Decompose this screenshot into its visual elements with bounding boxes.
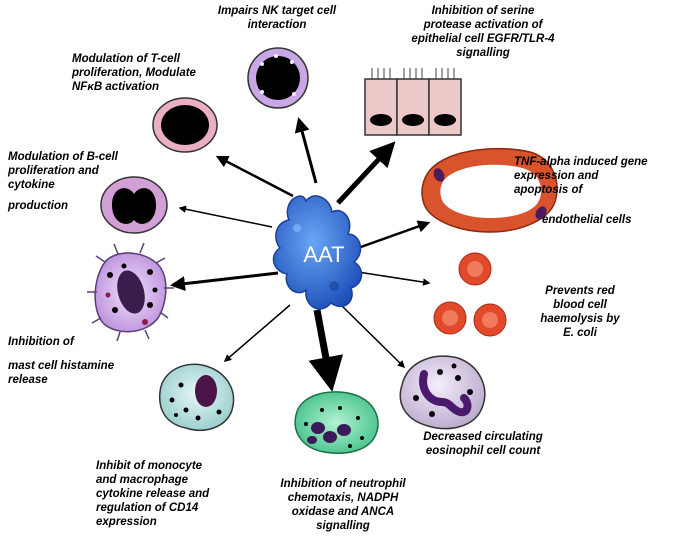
label-line: release: [8, 374, 48, 386]
epithelial-cells-icon: [364, 68, 462, 136]
label-b-cell: Modulation of B-cell proliferation and c…: [8, 150, 168, 192]
label-line: mast cell histamine: [8, 360, 115, 372]
label-monocyte: Inhibit of monocyte and macrophage cytok…: [96, 459, 256, 529]
label-line: Inhibition of serine: [431, 5, 535, 17]
label-line: apoptosis of: [514, 184, 583, 196]
label-eosinophil: Decreased circulating eosinophil cell co…: [398, 430, 568, 458]
label-line: eosinophil cell count: [425, 445, 541, 457]
label-line: cytokine release and: [96, 488, 210, 500]
arrow-to-mast: [170, 271, 279, 292]
label-line: expression: [96, 516, 157, 528]
label-endothelial-tail: endothelial cells: [542, 213, 672, 227]
aat-protein-icon: [272, 195, 363, 310]
label-line: production: [8, 200, 69, 212]
arrow-to-epithelial: [336, 141, 396, 205]
arrows: [170, 117, 431, 392]
label-line: protease activation of: [423, 19, 543, 31]
eosinophil-icon: [399, 355, 486, 430]
arrow-to-bcell: [178, 205, 273, 228]
label-endothelial: TNF-alpha induced gene expression and ap…: [514, 155, 672, 197]
arrow-to-tcell: [215, 155, 294, 198]
arrow-to-rbc: [357, 271, 431, 286]
monocyte-icon: [158, 363, 235, 431]
label-line: blood cell: [553, 299, 607, 311]
label-line: chemotaxis, NADPH: [287, 492, 399, 504]
label-line: Prevents red: [545, 285, 615, 297]
arrow-to-monocyte: [223, 304, 291, 362]
label-mast-cell: Inhibition of: [8, 335, 128, 349]
nk-cell-icon: [247, 47, 309, 109]
label-line: Inhibition of: [8, 336, 74, 348]
endothelial-cell-icon: [421, 147, 558, 233]
neutrophil-icon: [294, 391, 379, 454]
label-line: haemolysis by: [540, 313, 620, 325]
aat-label: AAT: [303, 242, 345, 267]
label-line: Decreased circulating: [423, 431, 543, 443]
label-line: Modulation of B-cell: [8, 151, 118, 163]
label-nk-cell: Impairs NK target cell interaction: [198, 4, 356, 32]
label-line: oxidase and ANCA: [291, 506, 395, 518]
label-mast-cell-tail: mast cell histamine release: [8, 359, 158, 387]
label-line: signalling: [456, 47, 510, 59]
label-line: regulation of CD14: [96, 502, 199, 514]
label-neutrophil: Inhibition of neutrophil chemotaxis, NAD…: [258, 477, 428, 533]
arrow-to-nk: [294, 117, 318, 184]
red-blood-cells-icon: [433, 252, 507, 337]
label-line: interaction: [247, 19, 307, 31]
label-line: proliferation, Modulate: [72, 67, 196, 79]
label-line: E. coli: [563, 327, 597, 339]
arrow-to-eosinophil: [340, 304, 406, 369]
mast-cell-icon: [87, 242, 174, 342]
label-line: epithelial cell EGFR/TLR-4: [411, 33, 555, 45]
label-line: and macrophage: [96, 474, 189, 486]
label-rbc: Prevents red blood cell haemolysis by E.…: [520, 284, 640, 340]
arrow-to-neutrophil: [308, 309, 344, 392]
label-b-cell-tail: production: [8, 199, 128, 213]
b-cell-icon: [100, 176, 168, 234]
label-line: cytokine: [8, 179, 55, 191]
label-line: TNF-alpha induced gene: [514, 156, 648, 168]
label-t-cell: Modulation of T-cell proliferation, Modu…: [72, 52, 232, 94]
label-epithelial: Inhibition of serine protease activation…: [374, 4, 592, 60]
label-line: endothelial cells: [542, 214, 632, 226]
t-cell-icon: [152, 97, 218, 153]
arrow-to-endothelial: [357, 220, 431, 250]
label-line: signalling: [316, 520, 370, 532]
label-line: Impairs NK target cell: [217, 5, 337, 17]
label-line: NFκB activation: [72, 81, 160, 93]
label-line: Inhibit of monocyte: [96, 460, 203, 472]
label-line: Modulation of T-cell: [72, 53, 180, 65]
label-line: proliferation and: [8, 165, 99, 177]
label-line: expression and: [514, 170, 599, 182]
label-line: Inhibition of neutrophil: [280, 478, 406, 490]
